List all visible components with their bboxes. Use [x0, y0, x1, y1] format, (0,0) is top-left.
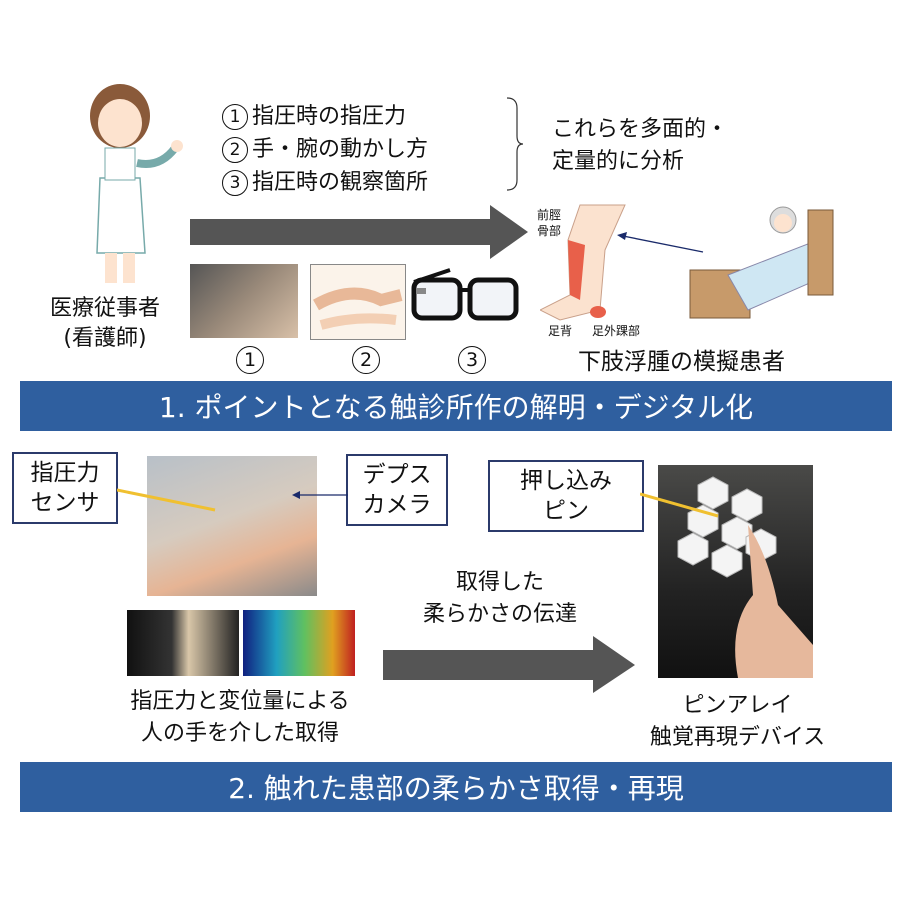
leg-label-shin: 骨部 — [537, 224, 562, 238]
section-banner-1: 1. ポイントとなる触診所作の解明・デジタル化 — [20, 381, 892, 431]
patient-label: 下肢浮腫の模擬患者 — [578, 349, 785, 375]
item-text: 指圧時の指圧力 — [252, 104, 407, 129]
leg-label-shin: 前脛 — [537, 208, 562, 222]
photo-number: 2 — [352, 346, 380, 374]
analysis-text: これらを多面的・ — [552, 117, 729, 142]
acquire-caption: 人の手を介した取得 — [140, 721, 339, 746]
callout-text: デプス — [362, 462, 432, 488]
item-number: 1 — [222, 104, 248, 130]
leg-label-ankle: 足外踝部 — [592, 324, 641, 338]
item-number: 2 — [222, 137, 248, 163]
pressure-sensor-callout: 指圧力 センサ — [12, 452, 118, 524]
depth-map-image — [243, 610, 355, 676]
photo-number: 3 — [458, 346, 486, 374]
push-pin-callout: 押し込み ピン — [488, 460, 644, 532]
arrow-right-icon — [190, 205, 528, 259]
device-caption: 触覚再現デバイス — [649, 725, 826, 750]
pin-array-device-photo — [658, 465, 813, 678]
glasses-icon — [411, 268, 519, 321]
transfer-label: 柔らかさの伝達 — [422, 602, 577, 627]
leg-illustration — [540, 204, 626, 321]
item-text: 指圧時の観察箇所 — [252, 170, 429, 195]
section-banner-2: 2. 触れた患部の柔らかさ取得・再現 — [20, 762, 892, 812]
pointer-arrow-icon — [617, 232, 704, 253]
callout-line — [640, 492, 719, 518]
patient-in-bed-illustration — [689, 206, 834, 319]
item-text: 手・腕の動かし方 — [252, 137, 429, 162]
brace — [506, 97, 524, 191]
acquire-caption: 指圧力と変位量による — [130, 689, 350, 714]
leg-label-instep: 足背 — [548, 324, 573, 338]
pointer-arrow-icon — [292, 491, 348, 499]
depth-camera-callout: デプス カメラ — [346, 454, 448, 526]
callout-text: ピン — [543, 498, 589, 524]
measurement-photo — [147, 456, 317, 596]
callout-text: 指圧力 — [30, 460, 100, 486]
nurse-sublabel: (看護師) — [63, 326, 147, 351]
callout-line — [117, 488, 216, 512]
camera-view-photo — [127, 610, 239, 676]
arrow-right-icon — [383, 636, 635, 693]
nurse-illustration — [90, 84, 183, 283]
nurse-label: 医療従事者 — [49, 296, 160, 321]
pressure-photo — [190, 264, 298, 338]
device-caption: ピンアレイ — [682, 693, 793, 718]
hands-illustration — [310, 264, 406, 340]
transfer-label: 取得した — [455, 570, 544, 595]
callout-text: カメラ — [362, 492, 432, 518]
photo-number: 1 — [236, 346, 264, 374]
callout-text: 押し込み — [520, 468, 612, 494]
callout-text: センサ — [30, 490, 100, 516]
analysis-text: 定量的に分析 — [552, 149, 685, 174]
item-number: 3 — [222, 170, 248, 196]
